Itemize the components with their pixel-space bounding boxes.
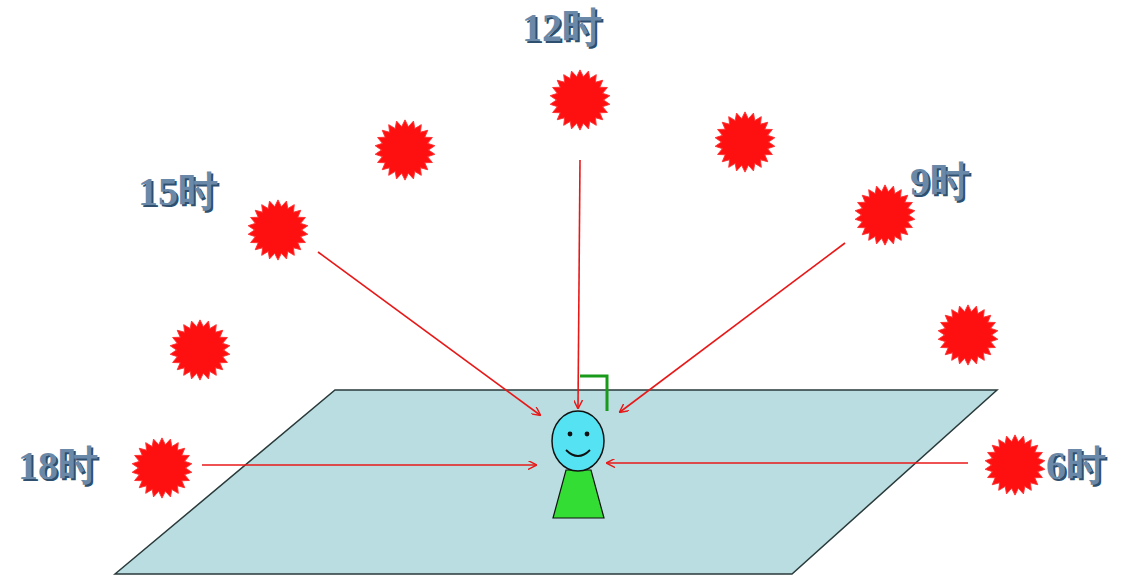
time-label: 12时 [522, 8, 602, 48]
sun [248, 200, 308, 260]
person-body [553, 470, 604, 518]
sun [550, 70, 610, 130]
sun [132, 438, 192, 498]
person-head [552, 411, 604, 471]
ground-plane [115, 390, 997, 574]
time-label: 15时 [138, 172, 218, 212]
time-label: 9时 [910, 162, 970, 202]
sun [170, 320, 230, 380]
sun [715, 112, 775, 172]
sun [985, 435, 1045, 495]
ray-arrow [620, 243, 845, 412]
person-figure [552, 411, 604, 518]
ray-arrow [607, 462, 968, 464]
smile [566, 450, 590, 456]
sun [938, 305, 998, 365]
sun [375, 120, 435, 180]
right-angle-mark [580, 376, 607, 411]
sun-positions [132, 70, 1045, 498]
ray-arrow [318, 252, 540, 415]
eye [568, 432, 573, 437]
time-label: 18时 [18, 446, 98, 486]
eye [585, 432, 590, 437]
sun [855, 185, 915, 245]
ray-arrow [578, 160, 580, 408]
time-label: 6时 [1046, 446, 1106, 486]
ray-arrow [202, 464, 536, 466]
